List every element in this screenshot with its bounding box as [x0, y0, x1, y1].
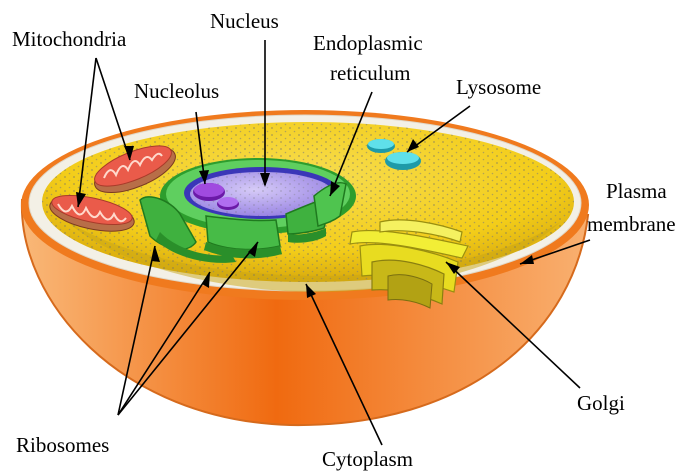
label-ribosomes: Ribosomes	[16, 433, 109, 457]
label-mitochondria: Mitochondria	[12, 27, 127, 51]
label-plasma-1: Plasma	[606, 179, 667, 203]
label-endoplasmic-1: Endoplasmic	[313, 31, 423, 55]
label-nucleolus: Nucleolus	[134, 79, 219, 103]
label-nucleus: Nucleus	[210, 9, 279, 33]
label-endoplasmic-2: reticulum	[330, 61, 410, 85]
label-lysosome: Lysosome	[456, 75, 541, 99]
label-golgi: Golgi	[577, 391, 625, 415]
label-plasma-2: membrane	[587, 212, 676, 236]
label-cytoplasm: Cytoplasm	[322, 447, 413, 471]
